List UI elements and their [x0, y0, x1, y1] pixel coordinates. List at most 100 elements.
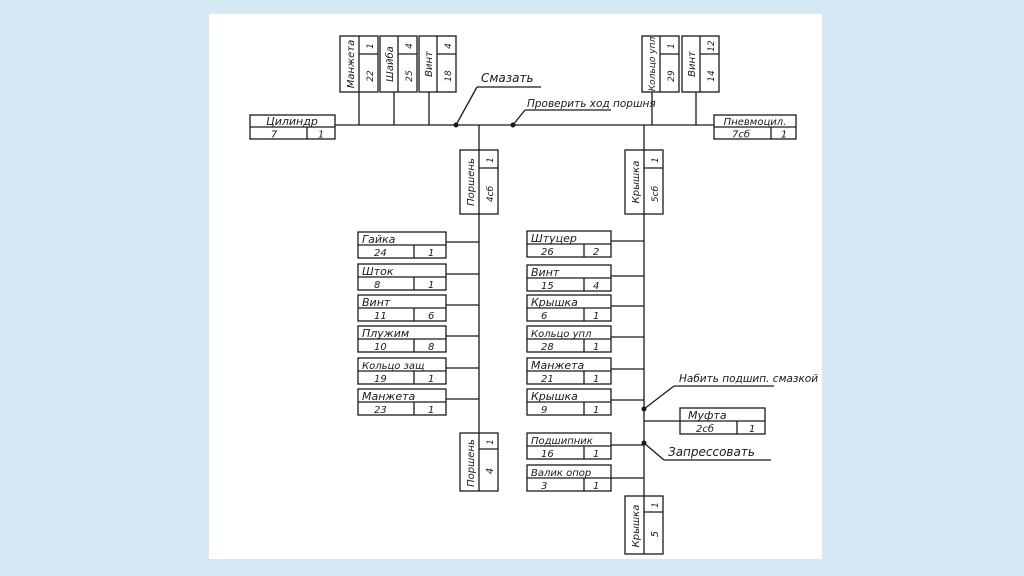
- right-part-kryshka-2: Крышка 9 1: [526, 388, 612, 416]
- part-qty: 1: [428, 405, 434, 416]
- part-name: Поршень: [466, 439, 477, 487]
- part-number: 8: [374, 280, 380, 291]
- part-name: Винт: [424, 50, 435, 77]
- part-number: 4: [485, 468, 496, 474]
- part-number: 3: [541, 481, 547, 492]
- right-part-podshipnik: Подшипник 16 1: [526, 432, 612, 460]
- assembly-qty: 1: [781, 130, 787, 141]
- part-qty: 1: [366, 43, 376, 49]
- assembly-name: Пневмоцил.: [724, 117, 787, 128]
- part-name: Валик опор: [531, 468, 591, 479]
- part-number: 16: [541, 449, 554, 460]
- subassembly-name: Крышка: [631, 161, 642, 204]
- subassembly-number: 5сб: [651, 185, 661, 202]
- subassembly-qty: 1: [486, 157, 496, 163]
- part-qty: 1: [593, 311, 599, 322]
- left-part-gaika: Гайка 24 1: [357, 231, 447, 259]
- press-fit-point: [641, 440, 647, 446]
- part-number: 6: [541, 311, 547, 322]
- root-part-number: 7: [271, 130, 278, 141]
- pack-bearing-point: [641, 406, 647, 412]
- part-number: 10: [374, 342, 387, 353]
- part-name: Подшипник: [531, 436, 593, 447]
- part-qty: 8: [428, 342, 434, 353]
- part-name: Манжета: [362, 390, 416, 403]
- part-number: 14: [707, 70, 717, 82]
- part-qty: 2: [593, 247, 599, 258]
- top-part-vint: Винт 18 4: [418, 35, 457, 93]
- right-part-vint: Винт 15 4: [526, 264, 612, 292]
- operation-lubricate-label: Смазать: [481, 71, 534, 85]
- subassembly-number: 2сб: [696, 423, 714, 435]
- assembly-diagram-sheet: Цилиндр 7 1 Пневмоцил. 7сб 1 Манжета 22 …: [209, 14, 822, 559]
- operation-check-label: Проверить ход поршня: [527, 98, 656, 110]
- subassembly-qty: 1: [749, 424, 755, 435]
- part-number: 23: [374, 405, 387, 416]
- root-part-qty: 1: [318, 130, 324, 141]
- part-name: Винт: [687, 50, 698, 77]
- part-qty: 1: [593, 481, 599, 492]
- part-number: 22: [366, 70, 376, 82]
- part-number: 29: [667, 70, 677, 82]
- part-qty: 1: [667, 43, 677, 49]
- right-part-valik-opor: Валик опор 3 1: [526, 464, 612, 492]
- part-number: 11: [374, 311, 387, 322]
- base-part-piston: Поршень 4 1: [459, 432, 499, 492]
- part-number: 25: [405, 70, 415, 82]
- check-point: [510, 122, 516, 128]
- part-number: 21: [541, 374, 554, 385]
- left-part-manzheta: Манжета 23 1: [357, 388, 447, 416]
- part-name: Штуцер: [531, 232, 577, 245]
- part-name: Крышка: [531, 390, 578, 403]
- part-name: Кольцо упл: [531, 329, 592, 340]
- subassembly-qty: 1: [651, 157, 661, 163]
- part-qty: 4: [593, 281, 599, 292]
- part-qty: 1: [593, 405, 599, 416]
- part-number: 18: [444, 70, 454, 82]
- subassembly-piston: Поршень 4сб 1: [459, 149, 499, 215]
- part-name: Крышка: [631, 505, 642, 548]
- subassembly-name: Муфта: [688, 409, 727, 422]
- lubricate-point: [453, 122, 459, 128]
- part-qty: 1: [593, 342, 599, 353]
- base-part-cover: Крышка 5 1: [624, 495, 664, 555]
- part-name: Шайба: [384, 46, 396, 82]
- subassembly-number: 4сб: [486, 185, 496, 202]
- part-qty: 6: [428, 311, 434, 322]
- right-part-kryshka: Крышка 6 1: [526, 294, 612, 322]
- part-qty: 12: [707, 40, 717, 52]
- part-name: Плужим: [362, 327, 409, 340]
- part-name: Винт: [362, 296, 391, 309]
- part-number: 19: [374, 374, 387, 385]
- operation-press-fit-label: Запрессовать: [668, 445, 755, 459]
- assembly-block: Пневмоцил. 7сб 1: [713, 114, 797, 141]
- part-qty: 1: [593, 374, 599, 385]
- left-part-shtok: Шток 8 1: [357, 263, 447, 291]
- part-qty: 4: [405, 43, 415, 49]
- subassembly-coupling: Муфта 2сб 1: [679, 407, 766, 435]
- part-name: Шток: [362, 265, 394, 278]
- left-part-pluzhim: Плужим 10 8: [357, 325, 447, 353]
- part-number: 5: [650, 531, 661, 537]
- part-qty: 1: [428, 248, 434, 259]
- operation-pack-bearing-label: Набить подшип. смазкой: [679, 373, 818, 385]
- right-part-manzheta: Манжета 21 1: [526, 357, 612, 385]
- part-number: 24: [374, 248, 387, 259]
- top-part-manzheta: Манжета 22 1: [339, 35, 379, 93]
- part-name: Винт: [531, 266, 560, 279]
- root-part-name: Цилиндр: [266, 115, 318, 128]
- part-number: 9: [541, 405, 547, 416]
- part-qty: 4: [444, 43, 454, 49]
- left-part-vint: Винт 11 6: [357, 294, 447, 322]
- subassembly-cover: Крышка 5сб 1: [624, 149, 664, 215]
- subassembly-name: Поршень: [466, 158, 477, 206]
- part-name: Манжета: [346, 40, 357, 88]
- assembly-diagram: Цилиндр 7 1 Пневмоцил. 7сб 1 Манжета 22 …: [249, 35, 818, 555]
- top-part-shaiba: Шайба 25 4: [379, 35, 418, 93]
- part-name: Кольцо защ: [362, 361, 424, 372]
- top-part-vint-2: Винт 14 12: [681, 35, 720, 93]
- part-name: Гайка: [362, 233, 396, 246]
- part-name: Кольцо упл: [648, 37, 658, 92]
- part-number: 28: [541, 342, 554, 353]
- top-part-koltso-upl: Кольцо упл 29 1: [641, 35, 680, 93]
